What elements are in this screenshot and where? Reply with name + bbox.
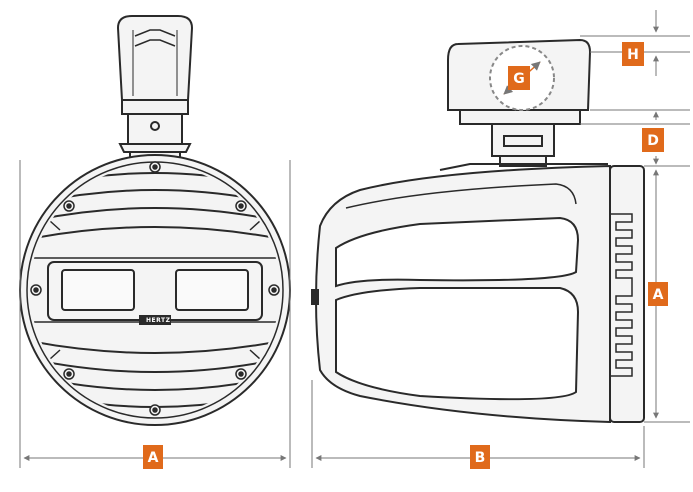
side-view bbox=[311, 38, 645, 424]
label-badge-clamp-diameter: G bbox=[508, 66, 530, 90]
svg-text:D: D bbox=[647, 133, 659, 149]
svg-text:A: A bbox=[148, 450, 159, 466]
label-badge-side-depth: B bbox=[470, 445, 490, 469]
dimension-bracket-offset bbox=[580, 111, 690, 167]
svg-text:H: H bbox=[627, 47, 639, 63]
svg-text:G: G bbox=[513, 71, 525, 87]
side-clamp-icon bbox=[447, 38, 592, 167]
brand-logo: HERTZ bbox=[146, 317, 171, 324]
label-badge-bracket-offset: D bbox=[642, 128, 664, 152]
screw-icon bbox=[30, 161, 280, 416]
front-view bbox=[19, 15, 291, 426]
front-clamp-icon bbox=[116, 15, 194, 165]
label-badge-mount-clamp-height: H bbox=[622, 42, 644, 66]
label-badge-side-height: A bbox=[648, 282, 668, 306]
side-speaker-icon bbox=[311, 163, 645, 424]
label-badge-front-width: A bbox=[143, 445, 163, 469]
svg-text:B: B bbox=[475, 450, 486, 466]
svg-text:A: A bbox=[653, 287, 664, 303]
front-speaker-icon bbox=[19, 154, 291, 426]
